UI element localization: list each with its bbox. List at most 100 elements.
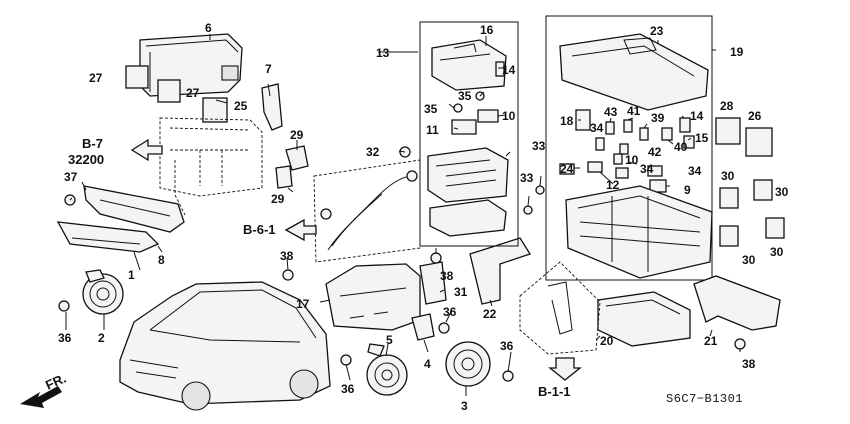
bolt-36-b bbox=[438, 322, 450, 334]
bracket-1 bbox=[56, 221, 160, 253]
relay-30-a bbox=[719, 187, 739, 209]
callout-20: 20 bbox=[600, 334, 614, 348]
callout-29a: 29 bbox=[290, 128, 304, 142]
relay-29-a bbox=[285, 145, 309, 171]
relay-28 bbox=[715, 117, 741, 145]
callout-26: 26 bbox=[748, 109, 762, 123]
fuse-10-b bbox=[613, 153, 623, 165]
harness-b-1-1 bbox=[519, 261, 601, 355]
fuse-14-a bbox=[495, 61, 505, 77]
callout-30c: 30 bbox=[742, 253, 756, 267]
callout-22: 22 bbox=[483, 307, 497, 321]
callout-30a: 30 bbox=[721, 169, 735, 183]
callout-33b: 33 bbox=[520, 171, 534, 185]
horn-2 bbox=[82, 269, 124, 315]
relay-30-b bbox=[719, 225, 739, 247]
callout-30d: 30 bbox=[770, 245, 784, 259]
part-11 bbox=[451, 119, 477, 135]
group-13-frame bbox=[419, 21, 519, 247]
bolt-38-c bbox=[734, 338, 746, 350]
fuse-41 bbox=[623, 119, 633, 133]
callout-17: 17 bbox=[296, 297, 310, 311]
part-12 bbox=[587, 161, 603, 173]
callout-3: 3 bbox=[461, 399, 468, 413]
fuse-14-b bbox=[679, 117, 691, 133]
callout-37: 37 bbox=[64, 170, 78, 184]
part-24 bbox=[559, 163, 575, 175]
callout-36c: 36 bbox=[341, 382, 355, 396]
callout-35b: 35 bbox=[424, 102, 438, 116]
ref-b7: B-7 bbox=[82, 136, 103, 151]
callout-14a: 14 bbox=[502, 63, 516, 77]
callout-10a: 10 bbox=[502, 109, 516, 123]
callout-41: 41 bbox=[627, 104, 641, 118]
fuse-43 bbox=[605, 121, 615, 135]
callout-34c: 34 bbox=[688, 164, 702, 178]
bolt-36-c bbox=[340, 354, 352, 366]
callout-31: 31 bbox=[454, 285, 468, 299]
vehicle-silhouette bbox=[119, 281, 331, 411]
ref-arrow-b61 bbox=[284, 218, 317, 242]
fuse-42 bbox=[619, 143, 629, 155]
callout-36a: 36 bbox=[58, 331, 72, 345]
fuse-40 bbox=[661, 127, 673, 141]
bolt-35-a bbox=[453, 103, 463, 113]
callout-9: 9 bbox=[684, 183, 691, 197]
callout-30b: 30 bbox=[775, 185, 789, 199]
callout-13: 13 bbox=[376, 46, 390, 60]
callout-4: 4 bbox=[424, 357, 431, 371]
fuse-15 bbox=[683, 135, 695, 149]
callout-21: 21 bbox=[704, 334, 718, 348]
callout-42: 42 bbox=[648, 145, 662, 159]
ref-b11: B-1-1 bbox=[538, 384, 571, 399]
bolt-33-b bbox=[523, 205, 533, 215]
fuse-box-body-dashed bbox=[159, 117, 263, 216]
bracket-4 bbox=[411, 313, 435, 341]
callout-27b: 27 bbox=[186, 86, 200, 100]
horn-3 bbox=[445, 341, 491, 387]
front-label: FR. bbox=[43, 371, 68, 393]
bracket-21 bbox=[693, 275, 781, 331]
callout-18: 18 bbox=[560, 114, 574, 128]
relay-27-a bbox=[125, 65, 149, 89]
bolt-36-a bbox=[58, 300, 70, 312]
bolt-38-b bbox=[430, 252, 442, 264]
callout-10b: 10 bbox=[625, 153, 639, 167]
callout-16: 16 bbox=[480, 23, 494, 37]
fuse-box-cover-23 bbox=[559, 33, 709, 111]
battery-cable bbox=[313, 159, 421, 263]
callout-23: 23 bbox=[650, 24, 664, 38]
front-direction-arrow bbox=[20, 386, 62, 408]
bracket-8 bbox=[83, 185, 185, 233]
callout-35a: 35 bbox=[458, 89, 472, 103]
callout-19: 19 bbox=[730, 45, 744, 59]
ref-arrow-b11 bbox=[548, 357, 582, 381]
fuse-34-a bbox=[595, 137, 605, 151]
callout-36b: 36 bbox=[443, 305, 457, 319]
callout-34b: 34 bbox=[640, 162, 654, 176]
callout-12: 12 bbox=[606, 178, 620, 192]
horn-5 bbox=[366, 343, 408, 396]
fuse-box-lower-center bbox=[429, 199, 507, 237]
bracket-22 bbox=[469, 237, 531, 305]
callout-27a: 27 bbox=[89, 71, 103, 85]
callout-33a: 33 bbox=[532, 139, 546, 153]
part-10-a bbox=[477, 109, 499, 123]
callout-38a: 38 bbox=[280, 249, 294, 263]
callout-36d: 36 bbox=[500, 339, 514, 353]
bolt-36-d bbox=[502, 370, 514, 382]
ref-arrow-b7 bbox=[130, 138, 163, 162]
callout-40: 40 bbox=[674, 140, 688, 154]
callout-6: 6 bbox=[205, 21, 212, 35]
bolt-38-a bbox=[282, 269, 294, 281]
callout-14b: 14 bbox=[690, 109, 704, 123]
callout-24: 24 bbox=[560, 162, 574, 176]
callout-43: 43 bbox=[604, 105, 618, 119]
callout-38b: 38 bbox=[440, 269, 454, 283]
callout-2: 2 bbox=[98, 331, 105, 345]
callout-38c: 38 bbox=[742, 357, 756, 371]
relay-29-b bbox=[275, 165, 293, 189]
relay-27-b bbox=[157, 79, 181, 103]
relay-30-d bbox=[765, 217, 785, 239]
